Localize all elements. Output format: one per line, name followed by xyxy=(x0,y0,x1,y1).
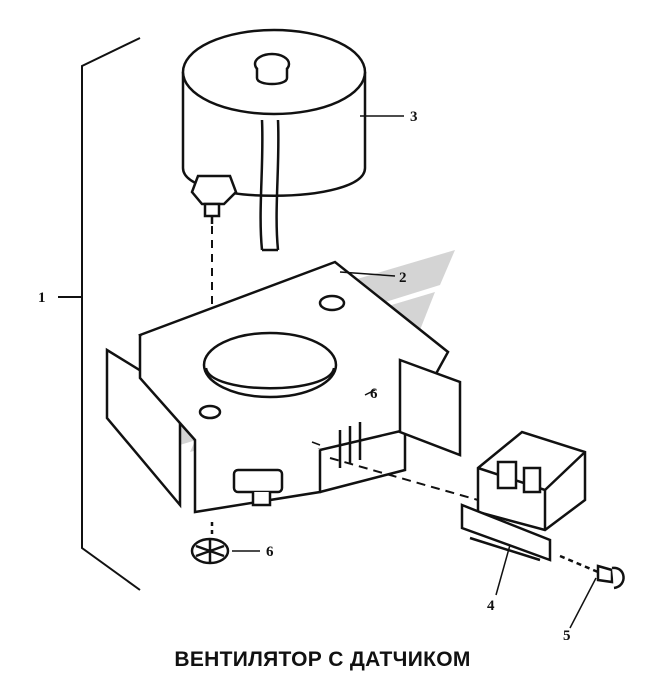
leader-lines xyxy=(232,115,597,629)
diagram-caption: ВЕНТИЛЯТОР С ДАТЧИКОМ xyxy=(174,648,471,671)
callout-4: 4 xyxy=(487,598,495,614)
fan-motor xyxy=(181,28,367,252)
exploded-diagram: 1 2 3 4 5 6 6 xyxy=(38,28,625,640)
callout-6-grommet: 6 xyxy=(266,544,274,560)
mounting-screw xyxy=(559,554,625,590)
callout-2: 2 xyxy=(399,270,407,286)
rubber-grommet xyxy=(190,522,230,565)
callout-1: 1 xyxy=(38,290,46,306)
callout-5: 5 xyxy=(563,628,571,640)
connector-dashed-line xyxy=(329,457,479,501)
callout-6-housing: 6 xyxy=(370,386,378,402)
fan-housing xyxy=(105,260,462,514)
callout-3: 3 xyxy=(410,109,418,125)
assembly-bracket xyxy=(58,37,141,591)
temperature-sensor xyxy=(460,430,587,562)
